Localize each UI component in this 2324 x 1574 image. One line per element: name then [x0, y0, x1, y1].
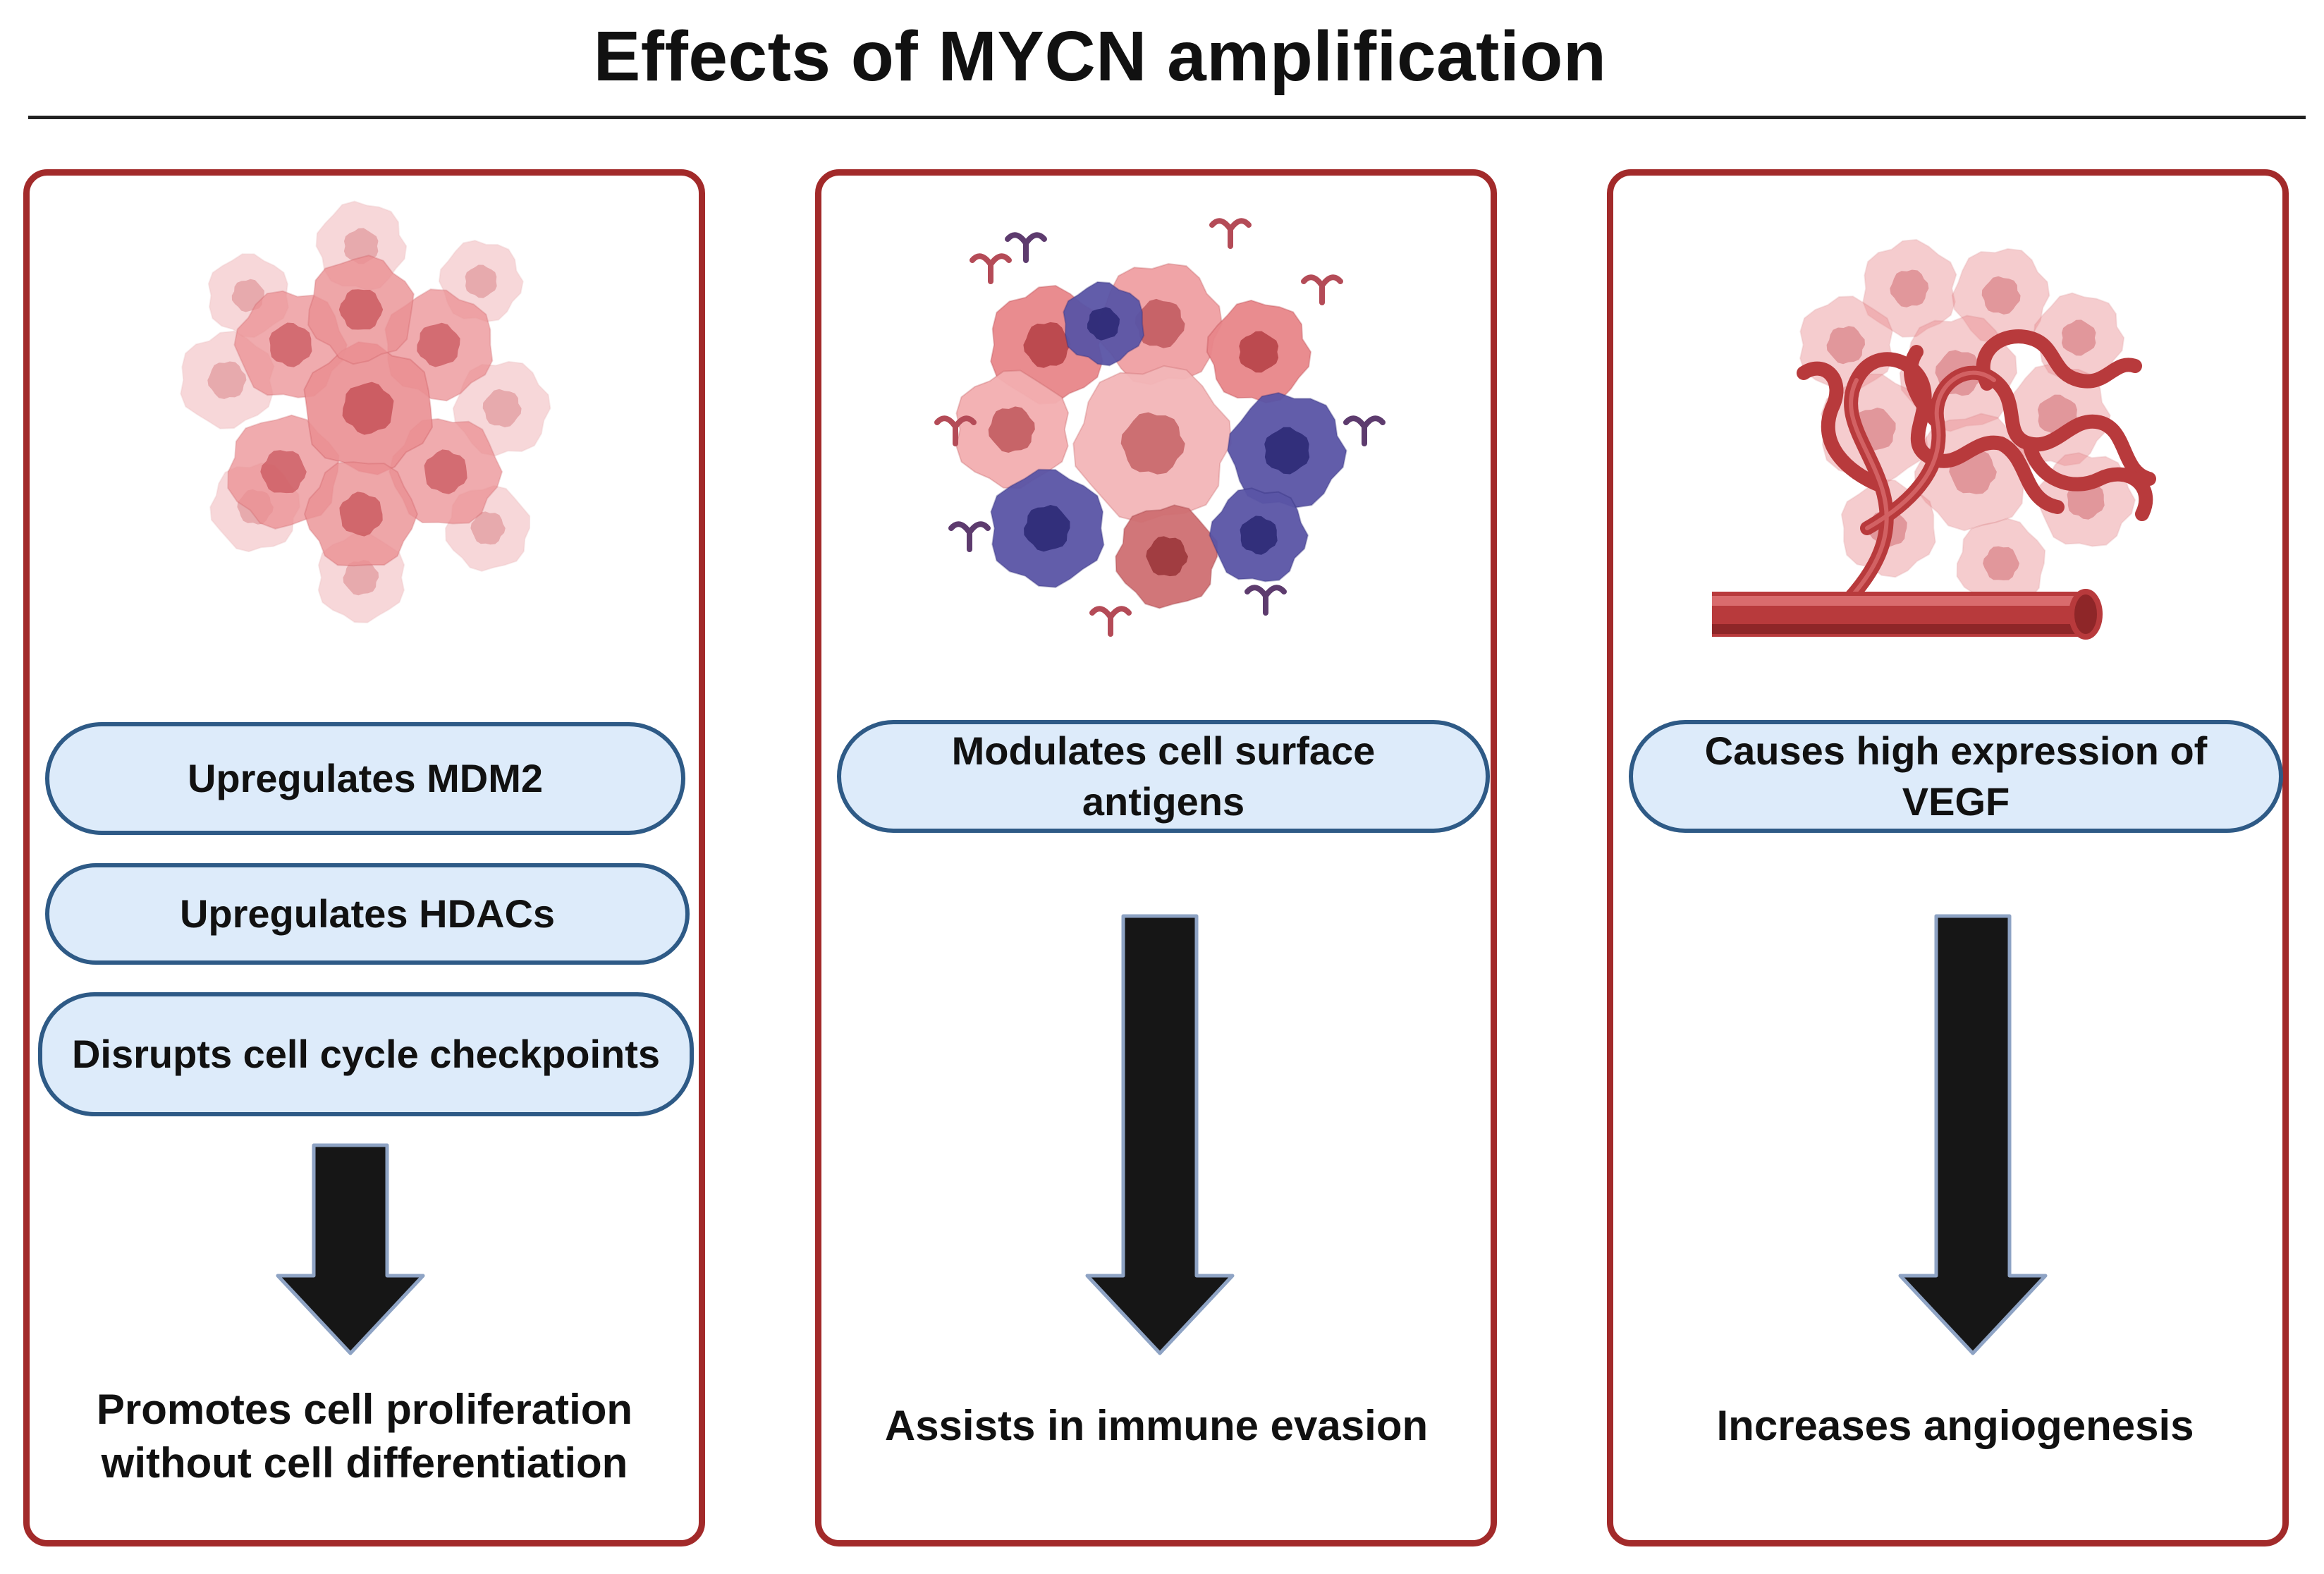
- outcome-angiogenesis: Increases angiogenesis: [1716, 1402, 2194, 1449]
- down-arrow-icon: [1085, 914, 1235, 1355]
- outcome-cell-proliferation: Promotes cell proliferation without cell…: [96, 1386, 633, 1487]
- immune-cell-cluster-icon: [934, 218, 1386, 637]
- down-arrow-icon: [1898, 914, 2048, 1355]
- effect-upregulates-hdacs: Upregulates HDACs: [45, 863, 690, 965]
- panel-proliferation: Upregulates MDM2 Upregulates HDACs Disru…: [23, 169, 705, 1546]
- title-divider: [28, 116, 2306, 119]
- outcome-immune-evasion: Assists in immune evasion: [884, 1402, 1429, 1449]
- down-arrow-icon: [276, 1143, 425, 1355]
- effect-upregulates-mdm2: Upregulates MDM2: [45, 722, 685, 835]
- blood-vessel-tumor-icon: [1712, 238, 2156, 640]
- effect-vegf-expression: Causes high expression of VEGF: [1629, 720, 2283, 833]
- panel-angiogenesis: Causes high expression of VEGF Increases…: [1607, 169, 2289, 1546]
- panel-immune-evasion: Modulates cell surface antigens Assists …: [815, 169, 1497, 1546]
- tumor-cell-cluster-icon: [180, 200, 551, 623]
- effect-disrupts-checkpoints: Disrupts cell cycle checkpoints: [38, 992, 694, 1116]
- figure-title: Effects of MYCN amplification: [593, 16, 1607, 96]
- effect-modulates-antigens: Modulates cell surface antigens: [837, 720, 1490, 833]
